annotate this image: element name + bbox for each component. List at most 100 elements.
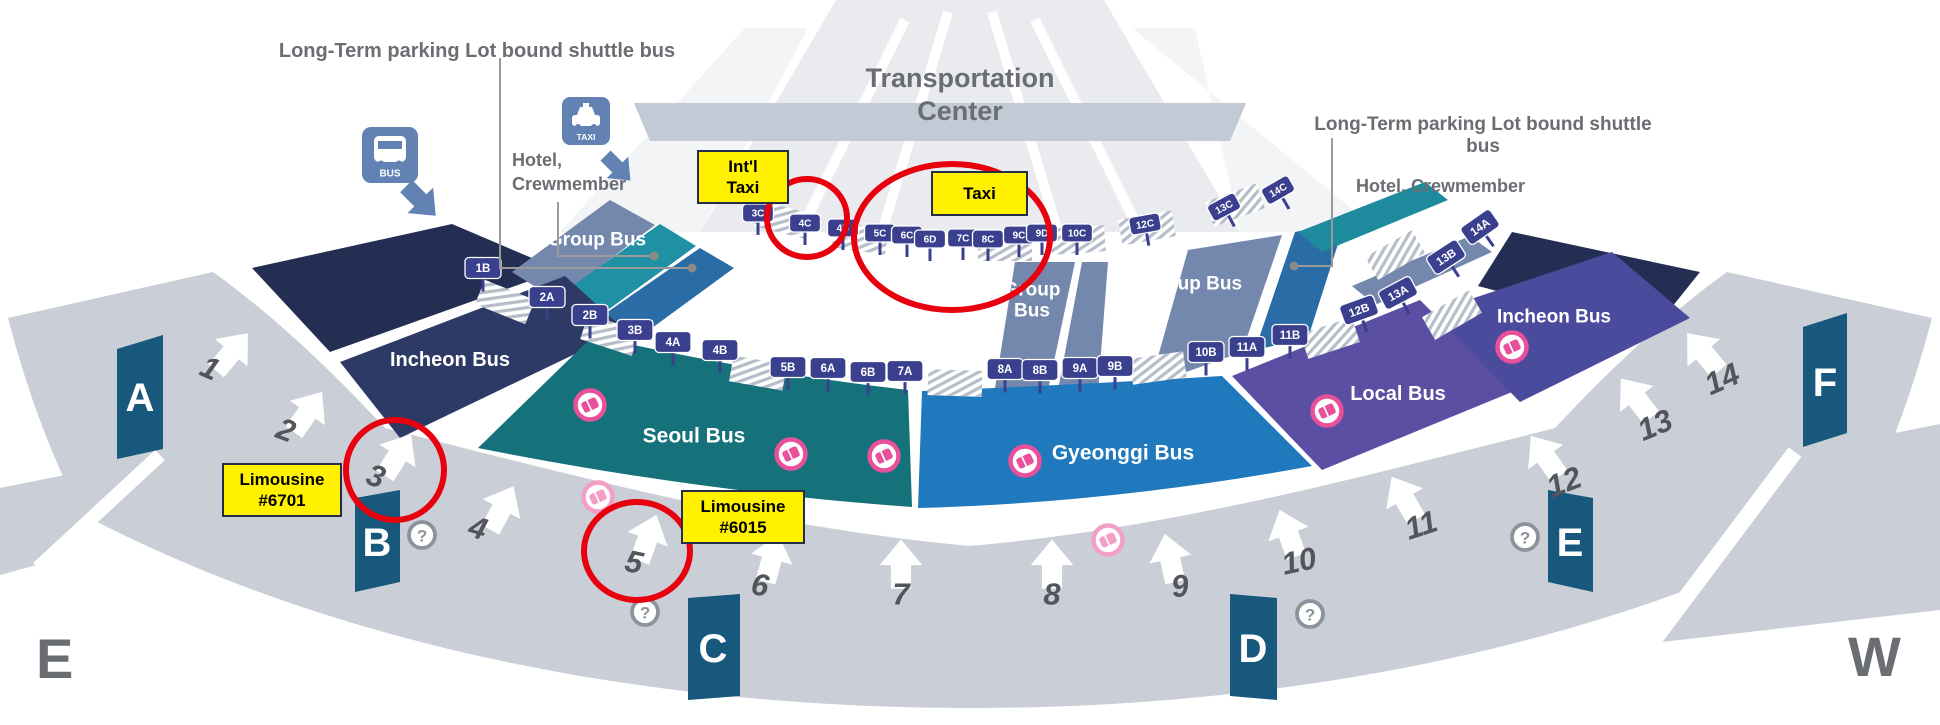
platform-band — [1255, 222, 1345, 350]
svg-text:9D: 9D — [1036, 229, 1049, 240]
svg-text:5C: 5C — [874, 229, 887, 240]
group-bus-label: Bus — [1014, 301, 1050, 322]
ticket-icon — [1495, 330, 1529, 364]
bus-icon: BUS — [362, 127, 418, 183]
bus-stop-12B: 12B — [1338, 294, 1380, 333]
lane-arrow-10: 10 — [1259, 502, 1320, 582]
group-bus-label: Group Bus — [548, 230, 646, 251]
svg-text:2B: 2B — [583, 310, 598, 322]
svg-text:?: ? — [417, 527, 427, 546]
ticket-icon — [774, 437, 808, 471]
leader-line — [1296, 138, 1333, 267]
svg-text:?: ? — [1305, 606, 1315, 625]
crosswalk — [1365, 230, 1425, 280]
lane-arrow-7: 7 — [879, 539, 923, 612]
information-icon: ? — [630, 597, 660, 627]
zone-label: Seoul Bus — [643, 425, 746, 448]
bus-stop-14C: 14C — [1260, 175, 1296, 210]
svg-text:8C: 8C — [982, 235, 995, 246]
svg-text:11B: 11B — [1280, 330, 1300, 342]
bus-stop-4C: 4C — [788, 213, 822, 245]
svg-text:7: 7 — [892, 577, 911, 612]
annotation-circle — [851, 161, 1053, 313]
bus-stop-10C: 10C — [1060, 223, 1094, 255]
leader-dot — [687, 263, 697, 273]
svg-text:3C: 3C — [752, 209, 765, 220]
building-wing-right — [1132, 28, 1380, 232]
svg-text:10B: 10B — [1195, 347, 1216, 359]
bus-stop-7A: 7A — [886, 359, 924, 395]
ticket-icon — [581, 480, 615, 514]
bus-stop-8B: 8B — [1021, 358, 1059, 394]
label-west: W — [1848, 625, 1901, 688]
svg-text:E: E — [1557, 521, 1584, 565]
ticket-icon — [573, 388, 607, 422]
svg-text:3B: 3B — [628, 325, 643, 337]
svg-text:TAXI: TAXI — [577, 132, 596, 142]
crosswalk — [1300, 317, 1360, 359]
svg-text:8A: 8A — [998, 364, 1013, 376]
svg-text:7A: 7A — [898, 366, 913, 378]
zone-label: Local Bus — [1350, 383, 1446, 405]
gate-F: F — [1803, 313, 1847, 447]
annotation-circle — [343, 417, 447, 523]
information-icon: ? — [1510, 522, 1540, 552]
curb-sliver-left — [0, 462, 130, 575]
svg-text:10: 10 — [1278, 540, 1319, 581]
ticket-icon — [1091, 523, 1125, 557]
annotation-circle — [764, 176, 850, 260]
gate-B: B — [355, 490, 400, 592]
zone-incheon-bus-right: Incheon Bus — [1432, 252, 1690, 402]
bus-stop-9A: 9A — [1061, 356, 1099, 392]
bus-stop-13A: 13A — [1377, 276, 1419, 315]
svg-text:10C: 10C — [1068, 229, 1086, 240]
bus-stop-1B: 1B — [464, 256, 502, 292]
svg-text:11A: 11A — [1237, 342, 1257, 354]
gate-C: C — [688, 594, 740, 700]
svg-text:4C: 4C — [799, 219, 812, 230]
bus-stop-11A: 11A — [1228, 335, 1266, 371]
crosswalk — [927, 369, 983, 397]
platform-band — [1150, 235, 1282, 385]
transportation-center-title: Transportation Center — [865, 63, 1055, 126]
svg-text:2A: 2A — [540, 292, 555, 304]
taxi-icon: TAXI — [562, 97, 610, 145]
platform-band — [558, 224, 696, 320]
svg-text:9B: 9B — [1108, 361, 1123, 373]
svg-text:B: B — [363, 521, 392, 565]
leader-line — [557, 202, 652, 257]
svg-text:8B: 8B — [1033, 365, 1048, 377]
svg-text:1B: 1B — [476, 263, 491, 275]
bus-stop-5B: 5B — [769, 355, 807, 391]
svg-text:7C: 7C — [957, 234, 970, 245]
information-icon: ? — [407, 520, 437, 550]
caption-longterm-right: Long-Term parking Lot bound shuttle bus — [1314, 114, 1652, 157]
svg-text:6D: 6D — [924, 235, 937, 246]
svg-text:9A: 9A — [1073, 363, 1088, 375]
zone-label: Incheon Bus — [1497, 307, 1611, 328]
svg-text:5B: 5B — [781, 362, 796, 374]
bus-stop-2A: 2A — [528, 285, 566, 321]
gate-E: E — [1548, 490, 1593, 592]
bus-stop-6A: 6A — [809, 356, 847, 392]
leader-dot — [1289, 261, 1299, 271]
lane-arrow-8: 8 — [1030, 539, 1074, 612]
curbside-band — [8, 272, 1932, 708]
svg-text:4A: 4A — [666, 337, 681, 349]
label-east: E — [36, 627, 74, 690]
gate-D: D — [1230, 594, 1277, 700]
crosswalk — [475, 279, 535, 325]
ticket-icon — [1310, 394, 1344, 428]
bus-stop-2B: 2B — [571, 303, 609, 339]
svg-text:6B: 6B — [861, 367, 876, 379]
bus-stop-6D: 6D — [913, 229, 947, 261]
bus-stop-11B: 11B — [1271, 323, 1309, 359]
bus-stop-10B: 10B — [1187, 340, 1225, 376]
caption-longterm-left: Long-Term parking Lot bound shuttle bus — [278, 40, 676, 62]
svg-text:9C: 9C — [1013, 231, 1026, 242]
svg-text:6: 6 — [749, 566, 772, 603]
zone-label: Gyeonggi Bus — [1052, 442, 1194, 465]
svg-text:?: ? — [1520, 529, 1530, 548]
svg-text:?: ? — [640, 604, 650, 623]
